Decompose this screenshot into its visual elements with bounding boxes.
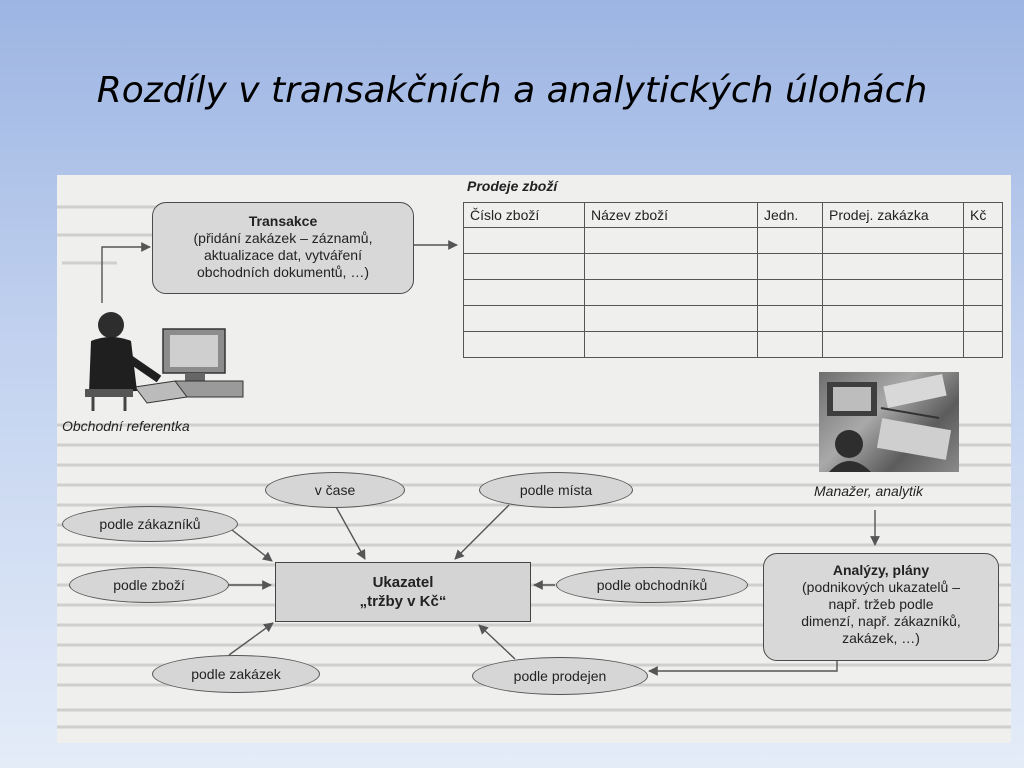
analysis-line: dimenzí, např. zákazníků, [801,613,961,629]
clerk-person-icon [85,312,162,411]
manager-desk-icon [827,374,952,472]
indicator-line: „tržby v Kč“ [359,593,447,610]
dimension-podle-obchodniku: podle obchodníků [556,567,748,603]
manager-photo [819,372,959,472]
analysis-line: zakázek, …) [842,630,920,646]
indicator-box: Ukazatel „tržby v Kč“ [275,562,531,622]
transaction-box: Transakce (přidání zakázek – záznamů, ak… [152,202,414,294]
sales-table: Číslo zboží Název zboží Jedn. Prodej. za… [463,202,1003,358]
transaction-line: (přidání zakázek – záznamů, [193,230,373,246]
transaction-line: aktualizace dat, vytváření [204,247,362,263]
arrow-v-case [334,504,366,560]
transaction-line: obchodních dokumentů, …) [197,264,369,280]
analysis-line: např. tržeb podle [828,596,934,612]
indicator-line: Ukazatel [372,574,434,591]
arrow-podle-zakazniku [231,529,273,562]
table-row [463,331,1003,358]
table-row [463,279,1003,306]
dimension-v-case: v čase [265,472,405,508]
column-header: Prodej. zakázka [822,202,964,228]
table-row [463,253,1003,280]
sales-table-title: Prodeje zboží [467,178,558,194]
dimension-podle-zakazniku: podle zákazníků [62,506,238,542]
clerk-caption: Obchodní referentka [62,418,190,434]
arrow-podle-zakazek [228,622,274,656]
clerk-illustration [85,312,244,411]
column-header: Název zboží [584,202,758,228]
arrow-podle-prodejen [478,624,516,660]
dimension-podle-zbozi: podle zboží [69,567,229,603]
slide-title: Rozdíly v transakčních a analytických úl… [96,70,928,111]
diagram-connectors [101,240,880,676]
column-header: Jedn. [757,202,823,228]
sales-table-header-row: Číslo zboží Název zboží Jedn. Prodej. za… [463,202,1003,228]
analysis-box: Analýzy, plány (podnikových ukazatelů – … [763,553,999,661]
scanned-diagram: Transakce (přidání zakázek – záznamů, ak… [57,175,1011,743]
manager-caption: Manažer, analytik [814,483,923,499]
analysis-heading: Analýzy, plány [832,562,930,578]
table-row [463,305,1003,332]
transaction-heading: Transakce [248,213,318,229]
computer-icon [134,328,244,404]
column-header: Kč [963,202,1003,228]
dimension-podle-mista: podle místa [479,472,633,508]
dimension-podle-prodejen: podle prodejen [472,657,648,695]
analysis-line: (podnikových ukazatelů – [802,579,960,595]
column-header: Číslo zboží [463,202,585,228]
table-row [463,227,1003,254]
arrow-podle-mista [454,504,510,560]
dimension-podle-zakazek: podle zakázek [152,655,320,693]
arrow-clerk-to-transaction [101,242,151,303]
